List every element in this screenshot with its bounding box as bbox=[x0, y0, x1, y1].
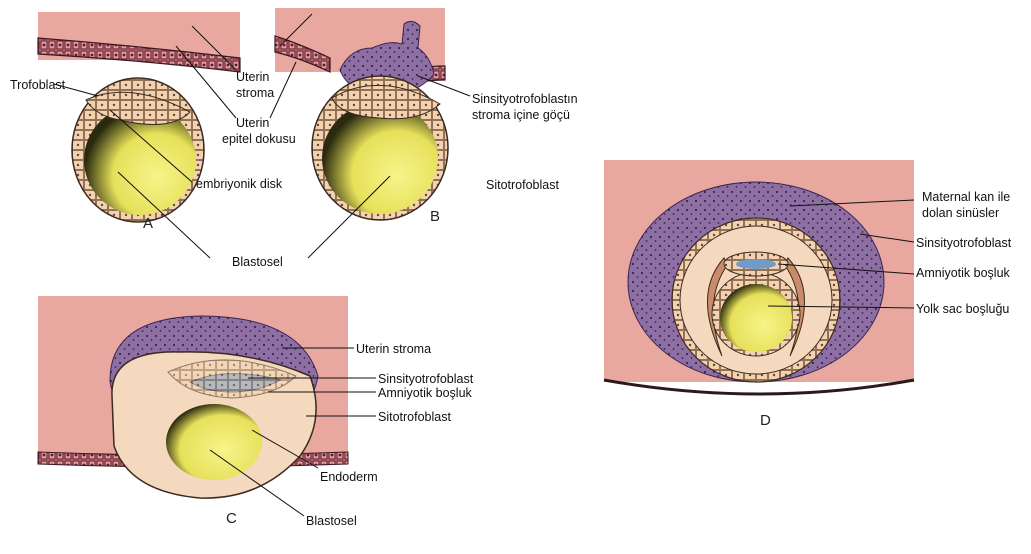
label-c-amniyotik-bosluk: Amniyotik boşluk bbox=[378, 386, 472, 401]
panel-letter-a: A bbox=[143, 215, 153, 232]
panel-letter-b: B bbox=[430, 208, 440, 225]
label-trofoblast: Trofoblast bbox=[10, 78, 65, 93]
label-sitotrofoblast-b: Sitotrofoblast bbox=[486, 178, 559, 193]
label-sinsityo-goc-line1: Sinsityotrofoblastın bbox=[472, 92, 578, 107]
panel-d-amnion-cavity bbox=[736, 259, 776, 269]
label-d-yolk-sac: Yolk sac boşluğu bbox=[916, 302, 1009, 317]
label-c-sitotrofoblast: Sitotrofoblast bbox=[378, 410, 451, 425]
label-uterin-epitel-line2: epitel dokusu bbox=[222, 132, 296, 147]
label-c-endoderm: Endoderm bbox=[320, 470, 378, 485]
panel-c-yolk-sac bbox=[166, 404, 262, 480]
label-sinsityo-goc-line2: stroma içine göçü bbox=[472, 108, 570, 123]
panel-letter-d: D bbox=[760, 412, 771, 429]
label-d-maternal-line1: Maternal kan ile bbox=[922, 190, 1010, 205]
panel-b-diagram bbox=[275, 8, 448, 220]
panel-d-yolk-sac bbox=[720, 284, 792, 352]
label-blastosel-ab: Blastosel bbox=[232, 255, 283, 270]
panel-b-blastocoel bbox=[322, 102, 438, 214]
label-uterin-stroma-line1: Uterin bbox=[236, 70, 269, 85]
panel-letter-c: C bbox=[226, 510, 237, 527]
panel-d-diagram bbox=[604, 160, 914, 394]
label-c-uterin-stroma: Uterin stroma bbox=[356, 342, 431, 357]
label-c-sinsityotrofoblast: Sinsityotrofoblast bbox=[378, 372, 473, 387]
label-d-maternal-line2: dolan sinüsler bbox=[922, 206, 999, 221]
label-d-amniyotik-bosluk: Amniyotik boşluk bbox=[916, 266, 1010, 281]
label-c-blastosel: Blastosel bbox=[306, 514, 357, 529]
label-embriyonik-disk: embriyonik disk bbox=[196, 177, 282, 192]
label-d-sinsityotrofoblast: Sinsityotrofoblast bbox=[916, 236, 1011, 251]
label-uterin-stroma-line2: stroma bbox=[236, 86, 274, 101]
label-uterin-epitel-line1: Uterin bbox=[236, 116, 269, 131]
panel-c-diagram bbox=[38, 296, 348, 498]
